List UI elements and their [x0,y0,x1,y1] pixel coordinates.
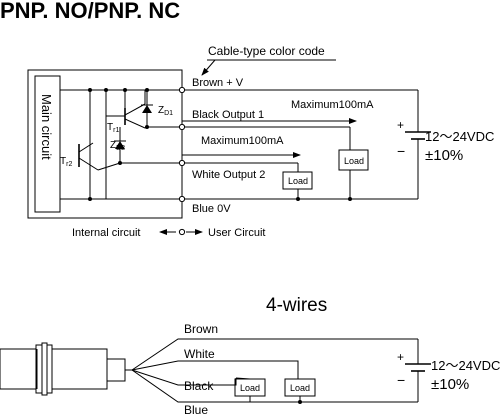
transistor-1-label: Tr1 [107,122,119,134]
terminal-brown [178,86,186,94]
internal-circuit-box [27,69,183,219]
sensor-thread-body [51,348,108,390]
sensor-nut-2 [41,342,48,396]
transistor-2-sub: r2 [66,161,72,168]
zener-1-label: ZD1 [158,105,173,117]
sensor-cable-gland [106,358,126,382]
junction-dot [104,88,108,92]
terminal-black [178,123,186,131]
bottom-supply-voltage-label: 12～24VDC [431,358,500,373]
max-current-2-label: Maximum100mA [201,135,284,147]
max-current-1-label: Maximum100mA [291,99,374,111]
bottom-black-label: Black [184,379,214,393]
junction-dot [118,161,122,165]
four-wires-title: 4-wires [266,295,327,316]
load-2-label: Load [288,176,308,186]
white-wire-label: White Output 2 [192,169,265,181]
zener-2-label: ZD2 [110,140,125,152]
transistor-2-main: T [60,156,66,167]
black-wire-label: Black Output 1 [192,109,264,121]
bottom-white-label: White [184,347,215,361]
supply-plus-sign: + [397,118,404,132]
zener-2-main: Z [110,140,116,151]
bottom-load-2-label: Load [290,383,310,393]
supply-tolerance-label: ±10% [425,147,463,164]
zener-2-sub: D2 [116,145,125,152]
bottom-supply-tolerance-label: ±10% [431,376,469,393]
zener-1-sub: D1 [164,110,173,117]
junction-dot [123,88,127,92]
transistor-1-main: T [107,122,113,133]
sensor-nut-3 [46,344,53,394]
main-circuit-label: Main circuit [39,94,54,160]
tr2-emitter [78,157,99,171]
terminal-white [178,159,186,167]
junction-dot [88,197,92,201]
blue-wire-label: Blue 0V [192,203,231,215]
supply-minus-sign: − [397,143,405,159]
bottom-black-wire [131,369,237,386]
sensor-body [0,348,37,390]
transistor-1-sub: r1 [113,127,119,134]
junction-dot [145,88,149,92]
bottom-load-1-input [235,377,251,380]
bottom-plus-sign: + [397,350,404,364]
bottom-blue-label: Blue [184,403,208,417]
main-circuit-box [34,75,61,213]
junction-dot [298,400,302,404]
load-1-box [338,149,369,171]
boundary-terminal [178,228,186,236]
top-diagram: Main circuit Cable-type color code Brown… [27,44,494,239]
page-title: PNP. NO/PNP. NC [0,0,180,23]
bottom-white-wire [131,360,299,379]
junction-dot [296,197,300,201]
zener-2-symbol [115,141,125,149]
junction-dot [348,197,352,201]
bottom-blue-wire [131,369,418,403]
zener-1-main: Z [158,105,164,116]
tr2-output-link [97,162,121,171]
internal-circuit-label: Internal circuit [72,227,140,239]
cable-label-arrow [201,59,216,76]
cable-color-code-label: Cable-type color code [208,44,325,58]
bottom-minus-sign: − [397,372,405,388]
load-1-label: Load [344,156,364,166]
tr1-collector [124,103,146,116]
tr2-collector [78,142,94,153]
transistor-2-label: Tr2 [60,156,72,168]
junction-dot [145,125,149,129]
terminal-blue [178,195,186,203]
brown-wire-label: Brown + V [192,77,244,89]
supply-voltage-label: 12～24VDC [425,129,494,144]
tr1-emitter [124,118,146,129]
junction-dot [88,88,92,92]
zener-1-symbol [142,105,152,113]
bottom-diagram: 4-wires Brown White Black Blue Load Load [0,295,500,417]
user-circuit-label: User Circuit [208,227,265,239]
bottom-brown-label: Brown [184,322,218,336]
bottom-brown-wire [131,338,418,371]
bottom-load-1-label: Load [240,383,260,393]
